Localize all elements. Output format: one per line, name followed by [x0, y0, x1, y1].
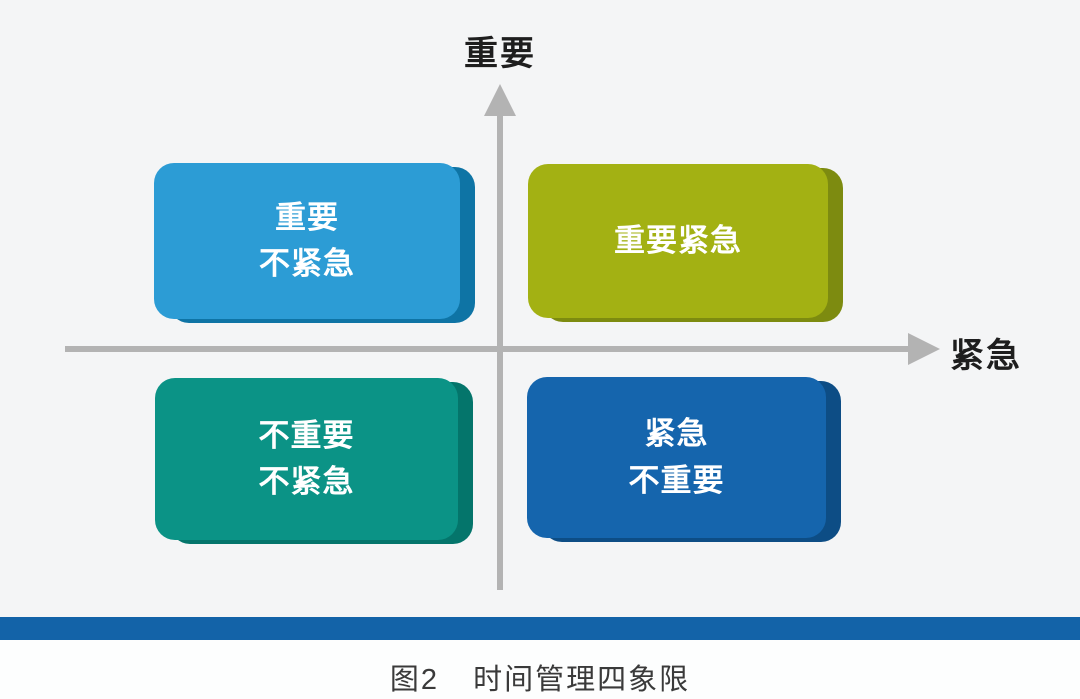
quadrant-line: 重要紧急: [614, 222, 742, 258]
figure-number: 图2: [389, 664, 440, 696]
caption-background: [0, 640, 1080, 699]
y-axis-label: 重要: [464, 35, 536, 73]
quadrant-line: 不重要: [258, 417, 355, 453]
quadrant-line: 不重要: [628, 462, 725, 498]
quadrant-not-important-not-urgent: 不重要 不紧急: [155, 378, 458, 540]
quadrant-label: 紧急 不重要: [527, 377, 826, 538]
quadrant-line: 不紧急: [258, 464, 355, 499]
quadrant-line: 紧急: [644, 416, 709, 452]
quadrant-important-not-urgent: 重要 不紧急: [154, 163, 460, 319]
quadrant-label: 重要紧急: [528, 164, 828, 318]
x-axis-arrow-icon: [908, 333, 940, 365]
y-axis-arrow-icon: [484, 84, 516, 116]
x-axis-label: 紧急: [950, 337, 1022, 375]
quadrant-important-urgent: 重要紧急: [528, 164, 828, 318]
divider-bar: [0, 617, 1080, 640]
x-axis-line: [65, 346, 908, 352]
quadrant-label: 重要 不紧急: [154, 163, 460, 319]
quadrant-label: 不重要 不紧急: [155, 378, 458, 540]
quadrant-urgent-not-important: 紧急 不重要: [527, 377, 826, 538]
figure-title: 时间管理四象限: [473, 664, 691, 696]
quadrant-line: 不紧急: [259, 246, 355, 281]
figure-caption: 图2 时间管理四象限: [0, 656, 1080, 698]
quadrant-line: 重要: [275, 199, 339, 235]
